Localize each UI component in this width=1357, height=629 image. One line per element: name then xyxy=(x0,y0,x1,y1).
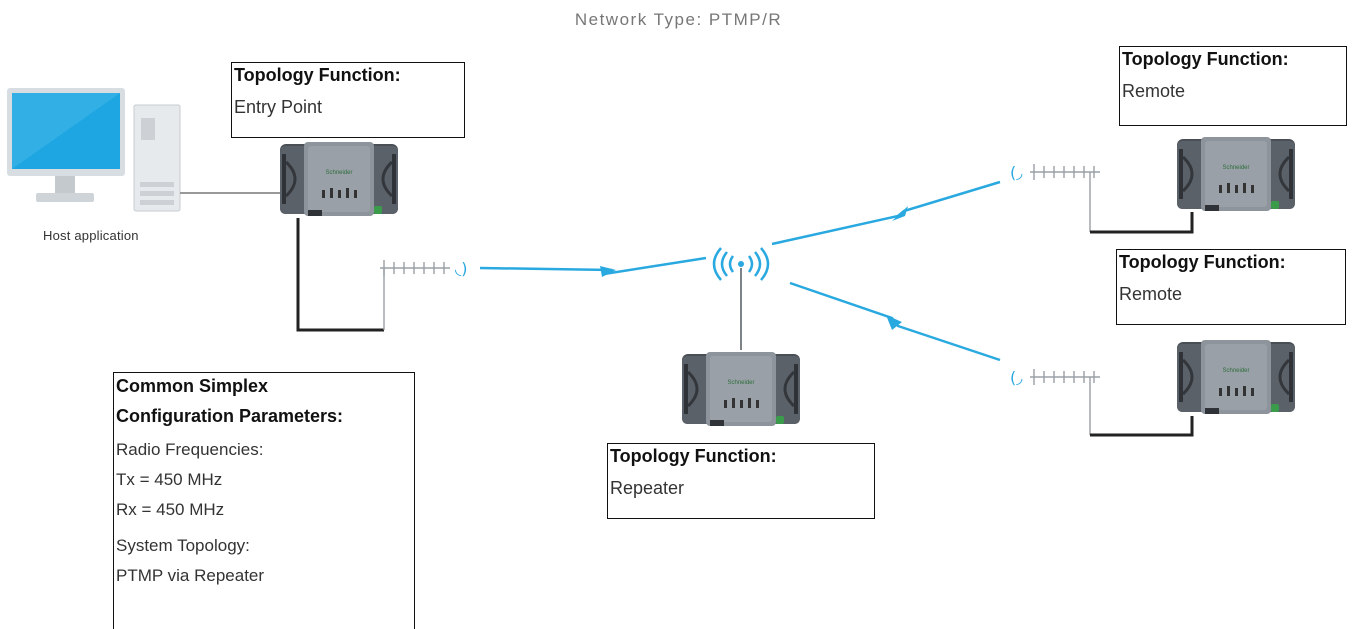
remote1-topology-value: Remote xyxy=(1122,81,1186,101)
entry-topology-box: Topology Function: Entry Point xyxy=(231,62,465,138)
remote2-topology-value: Remote xyxy=(1119,284,1183,304)
host-computer xyxy=(7,88,181,212)
entry-topology-value: Entry Point xyxy=(234,97,323,117)
entry-antenna xyxy=(379,259,451,277)
entry-coax xyxy=(296,218,384,332)
radio-links xyxy=(479,180,1001,362)
network-type-title: Network Type: PTMP/R xyxy=(574,10,783,29)
remote2-topology-heading: Topology Function: xyxy=(1119,252,1286,272)
params-heading-line1: Common Simplex xyxy=(116,376,269,396)
repeater-topology-box: Topology Function: Repeater xyxy=(607,443,875,519)
tx-frequency: Tx = 450 MHz xyxy=(116,470,223,489)
repeater-antenna xyxy=(712,247,770,350)
remote1-radio xyxy=(1175,135,1297,213)
entry-topology-heading: Topology Function: xyxy=(234,65,401,85)
system-topology-value: PTMP via Repeater xyxy=(116,566,265,585)
remote2-radio xyxy=(1175,338,1297,416)
common-parameters-box: Common Simplex Configuration Parameters:… xyxy=(113,372,415,629)
repeater-radio xyxy=(680,350,802,428)
remote2-topology-box: Topology Function: Remote xyxy=(1116,249,1346,325)
repeater-topology-value: Repeater xyxy=(610,478,685,498)
radio-frequencies-label: Radio Frequencies: xyxy=(116,440,264,459)
params-heading-line2: Configuration Parameters: xyxy=(116,406,344,426)
repeater-topology-heading: Topology Function: xyxy=(610,446,777,466)
remote1-topology-heading: Topology Function: xyxy=(1122,49,1289,69)
remote2-coax xyxy=(1090,416,1194,437)
host-application-label: Host application xyxy=(43,228,139,243)
entry-signal-icon: ◟) xyxy=(455,259,467,278)
entry-radio xyxy=(278,140,400,218)
remote1-topology-box: Topology Function: Remote xyxy=(1119,46,1347,126)
remote2-signal-icon: (◞ xyxy=(1010,368,1023,387)
rx-frequency: Rx = 450 MHz xyxy=(116,500,225,519)
system-topology-label: System Topology: xyxy=(116,536,250,555)
remote1-signal-icon: (◞ xyxy=(1010,163,1023,182)
remote1-coax xyxy=(1090,212,1194,234)
